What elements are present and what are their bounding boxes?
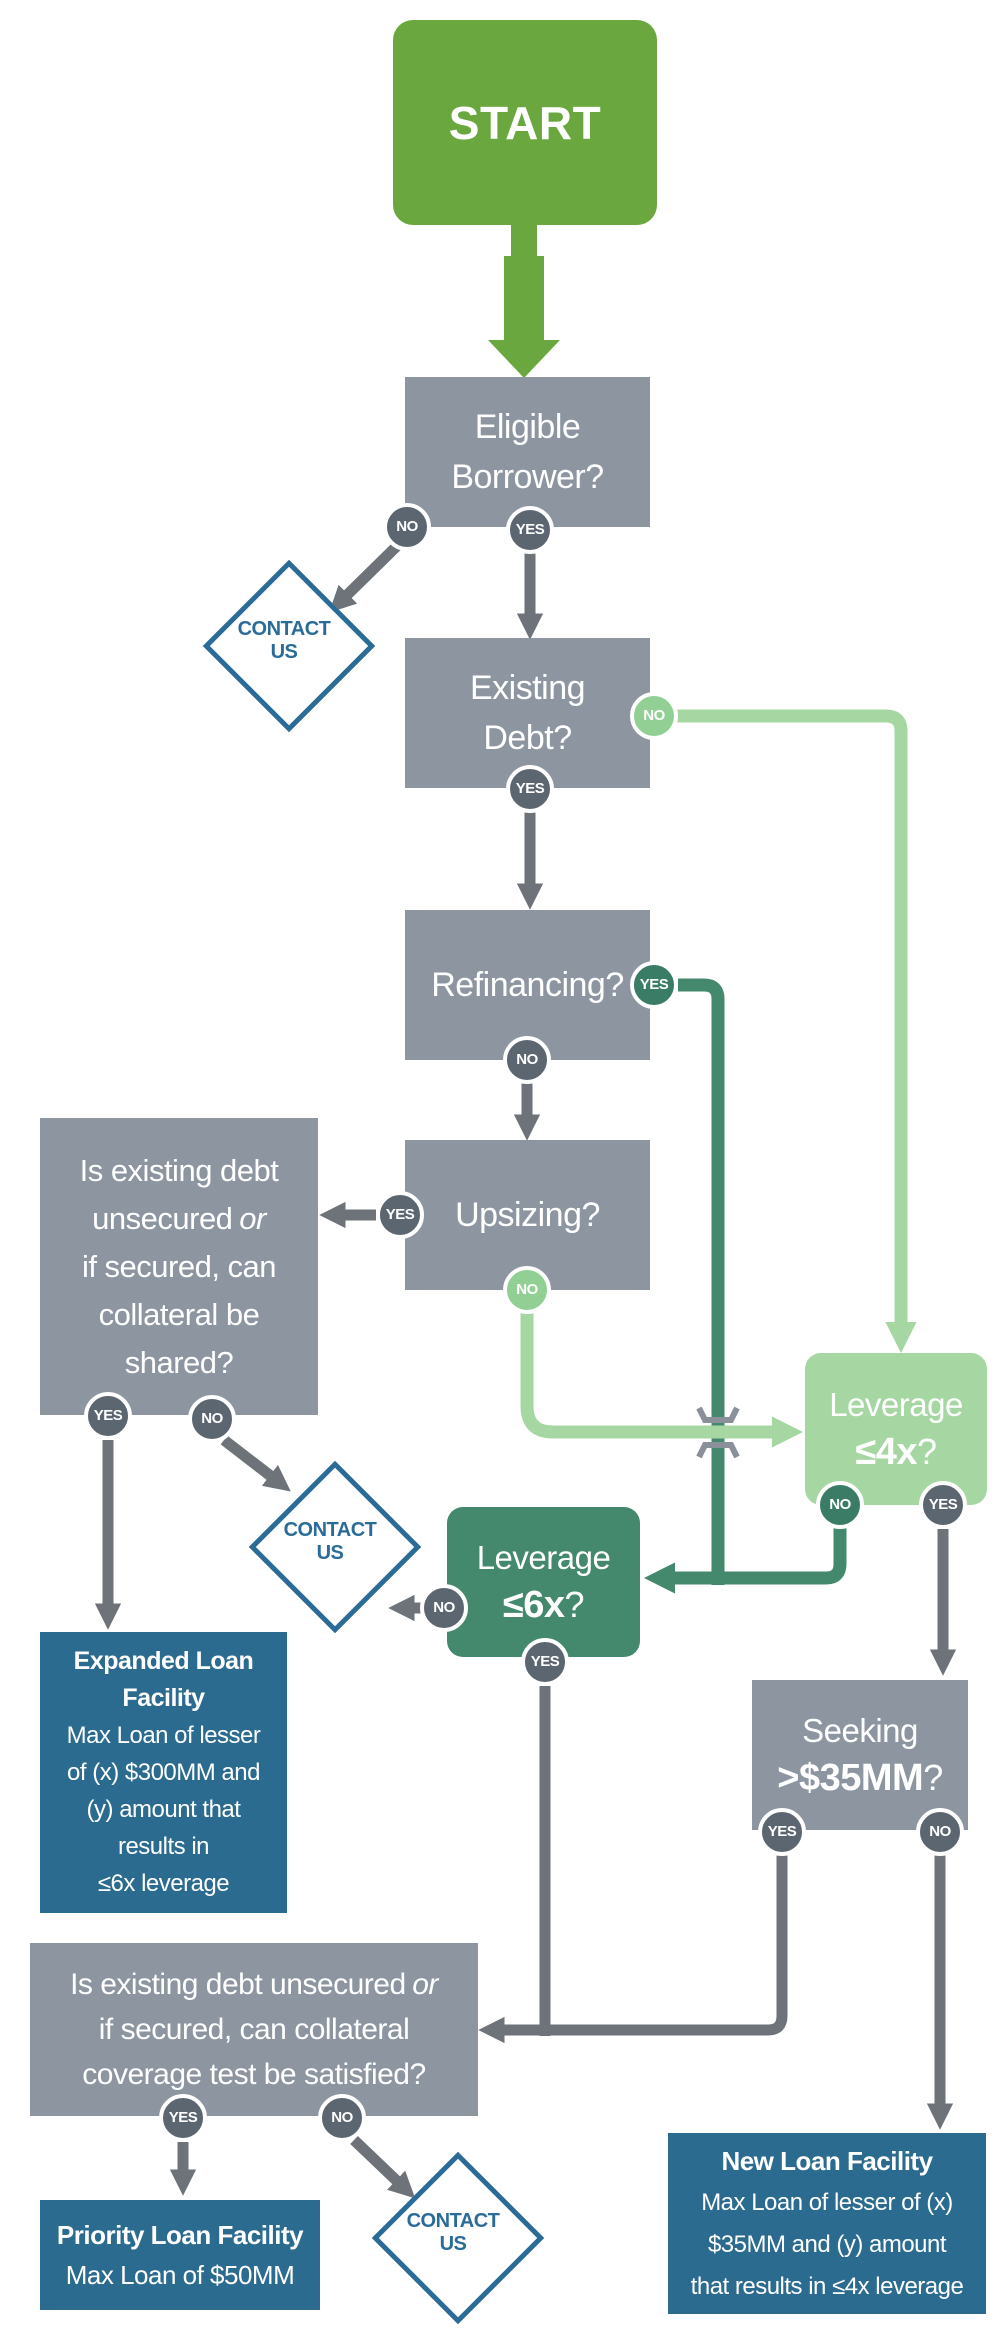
badge-eligible-no: NO (383, 503, 431, 551)
eligible-borrower-node: Eligible Borrower? (405, 377, 650, 527)
badge-leverage6-yes: YES (521, 1638, 569, 1686)
leverage4-line1: Leverage (829, 1386, 963, 1423)
eligible-line1: Eligible (474, 408, 581, 446)
expanded-body4: results in (117, 1833, 210, 1860)
arrow-seeking-yes (478, 1854, 788, 2044)
expanded-loan-facility-node: Expanded Loan Facility Max Loan of lesse… (40, 1632, 287, 1913)
existing-line2: Debt? (483, 719, 572, 757)
priority-title: Priority Loan Facility (56, 2220, 304, 2250)
badge-refinancing-no: NO (503, 1036, 551, 1084)
refinancing-node: Refinancing? (405, 910, 650, 1060)
line-refinancing-yes (678, 978, 725, 1585)
existing-debt-node: Existing Debt? (405, 638, 650, 788)
expanded-body1: Max Loan of lesser (66, 1722, 261, 1749)
coverage-line2: if secured, can collateral (98, 2013, 410, 2046)
badge-existing-no: NO (630, 692, 678, 740)
leverage-6x-node: Leverage ≤6x? (447, 1507, 640, 1657)
badge-shared-yes: YES (84, 1392, 132, 1440)
expanded-title2: Facility (122, 1684, 205, 1712)
priority-body: Max Loan of $50MM (65, 2260, 295, 2290)
new-loan-facility-node: New Loan Facility Max Loan of lesser of … (668, 2133, 986, 2314)
start-arrow (488, 224, 560, 378)
expanded-title1: Expanded Loan (73, 1647, 254, 1675)
shared-line5: shared? (124, 1344, 234, 1380)
badge-upsizing-yes: YES (376, 1191, 424, 1239)
shared-line4: collateral be (98, 1296, 260, 1332)
refinancing-line1: Refinancing? (431, 966, 624, 1004)
shared-line3: if secured, can (81, 1248, 277, 1284)
priority-loan-facility-node: Priority Loan Facility Max Loan of $50MM (40, 2200, 320, 2310)
start-node: START (393, 20, 657, 225)
leverage4-line2: ≤4x? (855, 1431, 937, 1473)
arrow-into-leverage6 (643, 1527, 847, 1594)
start-label: START (448, 96, 602, 149)
arrow-upsizing-no (520, 1312, 804, 1448)
badge-upsizing-no: NO (503, 1266, 551, 1314)
line-crossing-bridge (696, 1406, 740, 1459)
badge-leverage4-no: NO (816, 1481, 864, 1529)
seeking-line1: Seeking (802, 1712, 918, 1749)
leverage6-line2: ≤6x? (502, 1584, 585, 1626)
badge-existing-yes: YES (506, 765, 554, 813)
existing-line1: Existing (469, 669, 586, 707)
badge-seeking-no: NO (916, 1808, 964, 1856)
newloan-title: New Loan Facility (721, 2145, 933, 2176)
expanded-body3: (y) amount that (86, 1796, 241, 1823)
newloan-body1: Max Loan of lesser of (x) (701, 2188, 953, 2216)
badge-shared-no: NO (188, 1395, 236, 1443)
badge-refinancing-yes: YES (630, 961, 678, 1009)
shared-line1: Is existing debt (79, 1152, 279, 1188)
badge-seeking-yes: YES (758, 1808, 806, 1856)
badge-coverage-no: NO (318, 2094, 366, 2142)
newloan-body3: that results in ≤4x leverage (690, 2272, 964, 2300)
upsizing-node: Upsizing? (405, 1140, 650, 1290)
seeking-node: Seeking >$35MM? (752, 1680, 968, 1830)
badge-leverage4-yes: YES (919, 1481, 967, 1529)
arrow-eligible-no (329, 541, 402, 613)
badge-leverage6-no: NO (420, 1584, 468, 1632)
coverage-line3: coverage test be satisfied? (82, 2058, 426, 2091)
upsizing-line1: Upsizing? (455, 1196, 600, 1234)
expanded-body2: of (x) $300MM and (67, 1759, 260, 1786)
seeking-line2: >$35MM? (777, 1757, 943, 1799)
newloan-body2: $35MM and (y) amount (707, 2230, 947, 2258)
arrow-coverage-no (350, 2136, 416, 2199)
leverage6-line1: Leverage (476, 1539, 611, 1576)
arrow-shared-no (220, 1435, 291, 1492)
eligible-line2: Borrower? (451, 458, 604, 496)
badge-eligible-yes: YES (506, 506, 554, 554)
badge-coverage-yes: YES (159, 2094, 207, 2142)
leverage-4x-node: Leverage ≤4x? (805, 1353, 987, 1505)
arrow-existing-no (676, 709, 917, 1354)
expanded-body5: ≤6x leverage (97, 1870, 230, 1897)
